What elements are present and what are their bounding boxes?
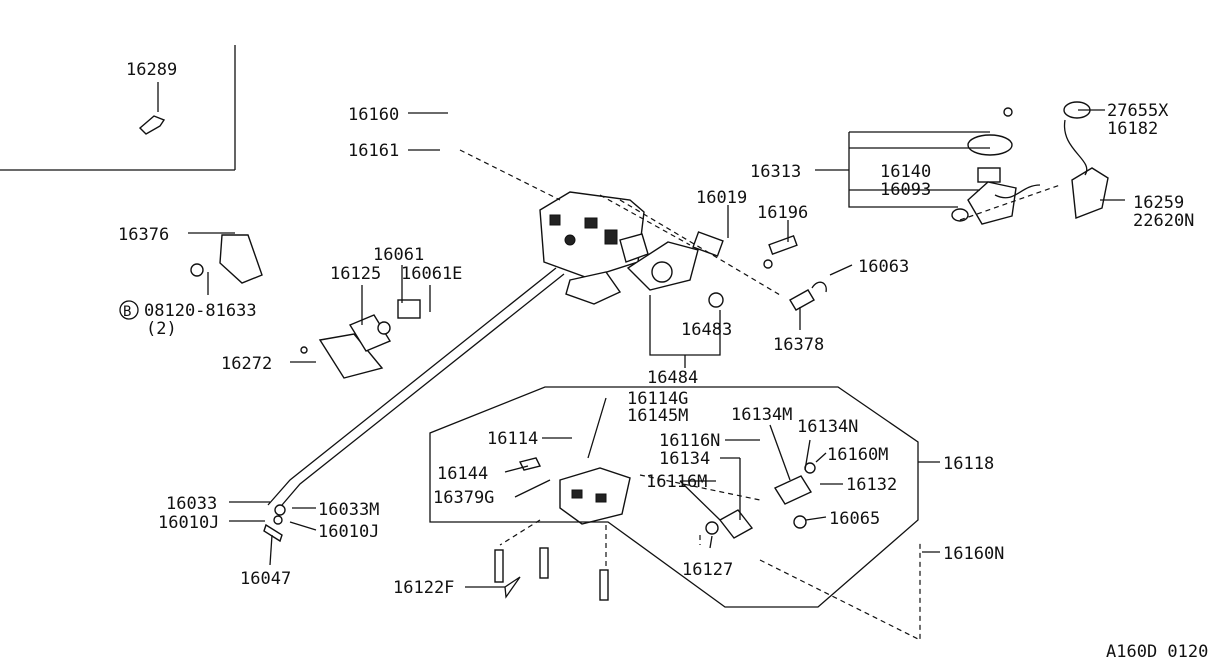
valve-16061 xyxy=(397,299,421,319)
group-bracket-16313 xyxy=(815,131,990,208)
switch-16259 xyxy=(1071,167,1109,219)
part-labels: 16289 16160 16161 16376 16061 16125 1606… xyxy=(118,60,1208,662)
clip-part-16289 xyxy=(138,115,166,135)
linkage-rod xyxy=(263,267,565,543)
label-16122F: 16122F xyxy=(393,578,454,598)
carburetor-lower-body xyxy=(494,457,816,601)
choke-assembly xyxy=(626,231,827,311)
label-16125: 16125 xyxy=(330,264,381,284)
plate-16272 xyxy=(318,333,384,379)
diagram-id: A160D 0120 xyxy=(1106,642,1208,662)
group-outline-16118 xyxy=(429,386,940,608)
label-16114G: 16114G xyxy=(627,389,688,409)
label-16114: 16114 xyxy=(487,429,538,449)
carburetor-body xyxy=(539,191,649,305)
label-16033: 16033 xyxy=(166,494,217,514)
label-16033M: 16033M xyxy=(318,500,379,520)
label-16134: 16134 xyxy=(659,449,710,469)
bolt-mark-circle xyxy=(119,300,139,320)
gasket-16063 xyxy=(565,271,622,305)
label-bolt-mark: B xyxy=(123,304,131,320)
label-16160N: 16160N xyxy=(943,544,1004,564)
label-16127: 16127 xyxy=(682,560,733,580)
label-16376: 16376 xyxy=(118,225,169,245)
label-16118: 16118 xyxy=(943,454,994,474)
label-16379G: 16379G xyxy=(433,488,494,508)
label-16019: 16019 xyxy=(696,188,747,208)
label-16160: 16160 xyxy=(348,105,399,125)
label-08120-81633: 08120-81633 xyxy=(144,301,257,321)
leader-lines xyxy=(188,109,1125,599)
label-16160M: 16160M xyxy=(827,445,888,465)
label-16132: 16132 xyxy=(846,475,897,495)
label-16010J-right: 16010J xyxy=(318,522,379,542)
label-16144: 16144 xyxy=(437,464,488,484)
label-16047: 16047 xyxy=(240,569,291,589)
label-16145M: 16145M xyxy=(627,406,688,426)
label-22620N: 22620N xyxy=(1133,211,1194,231)
label-16378: 16378 xyxy=(773,335,824,355)
fuel-cut-valve xyxy=(190,234,421,379)
label-16134N: 16134N xyxy=(797,417,858,437)
label-16065: 16065 xyxy=(829,509,880,529)
label-16196: 16196 xyxy=(757,203,808,223)
label-16289: 16289 xyxy=(126,60,177,80)
label-16010J-left: 16010J xyxy=(158,513,219,533)
label-16061E: 16061E xyxy=(401,264,462,284)
bracket-16376 xyxy=(219,234,263,284)
label-27655X: 27655X xyxy=(1107,101,1169,121)
label-16483: 16483 xyxy=(681,320,732,340)
power-valve-assembly xyxy=(951,101,1109,225)
label-16134M: 16134M xyxy=(731,405,792,425)
label-16093: 16093 xyxy=(880,180,931,200)
label-16116N: 16116N xyxy=(659,431,720,451)
label-16116M: 16116M xyxy=(646,472,707,492)
label-bolt-qty: (2) xyxy=(146,319,177,339)
label-16259: 16259 xyxy=(1133,193,1184,213)
label-16272: 16272 xyxy=(221,354,272,374)
inset-box xyxy=(0,45,236,171)
label-16061: 16061 xyxy=(373,245,424,265)
label-16140: 16140 xyxy=(880,162,931,182)
group-bracket-16484 xyxy=(649,295,721,368)
label-16161: 16161 xyxy=(348,141,399,161)
label-16182: 16182 xyxy=(1107,119,1158,139)
label-16313: 16313 xyxy=(750,162,801,182)
label-16063: 16063 xyxy=(858,257,909,277)
label-16484: 16484 xyxy=(647,368,698,388)
